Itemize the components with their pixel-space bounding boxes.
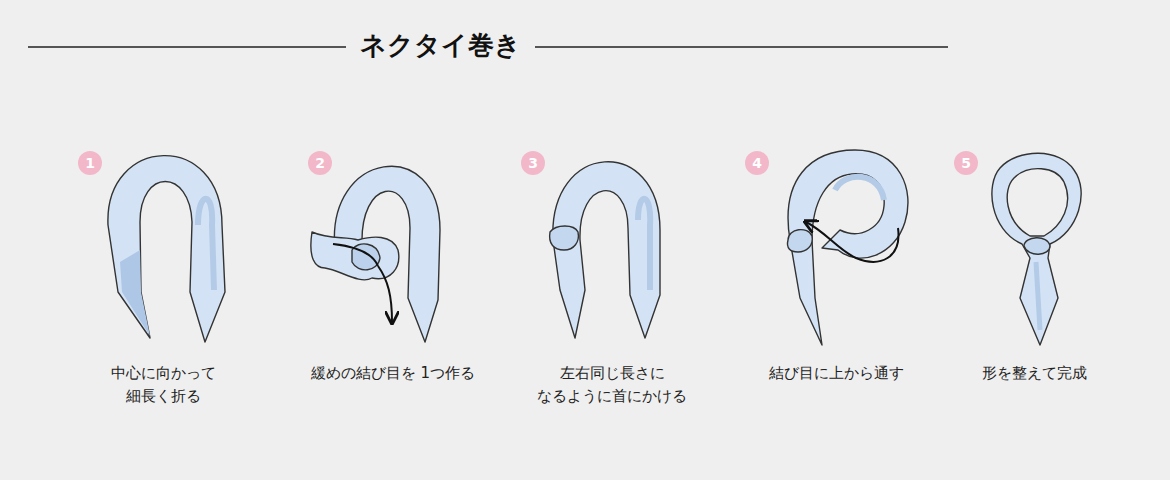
step-caption: 左右同じ長さに なるように首にかける — [527, 362, 697, 408]
callout-number: 4 — [752, 155, 762, 171]
step-number-circle: 4 — [745, 151, 769, 175]
step-number-circle: 2 — [308, 151, 332, 175]
step-caption: 緩めの結び目を 1つ作る — [308, 362, 478, 385]
step-number-circle: 1 — [78, 151, 102, 175]
step-number-circle: 5 — [954, 151, 978, 175]
title: ネクタイ巻き — [346, 28, 535, 63]
callout-number: 2 — [315, 155, 325, 171]
step-caption: 中心に向かって 細長く折る — [78, 362, 248, 408]
step-caption: 形を整えて完成 — [949, 362, 1119, 385]
callout-number: 5 — [961, 155, 971, 171]
step-caption: 結び目に上から通す — [751, 362, 921, 385]
callout-number: 3 — [528, 155, 538, 171]
callout-number: 1 — [85, 155, 95, 171]
step-number-circle: 3 — [521, 151, 545, 175]
